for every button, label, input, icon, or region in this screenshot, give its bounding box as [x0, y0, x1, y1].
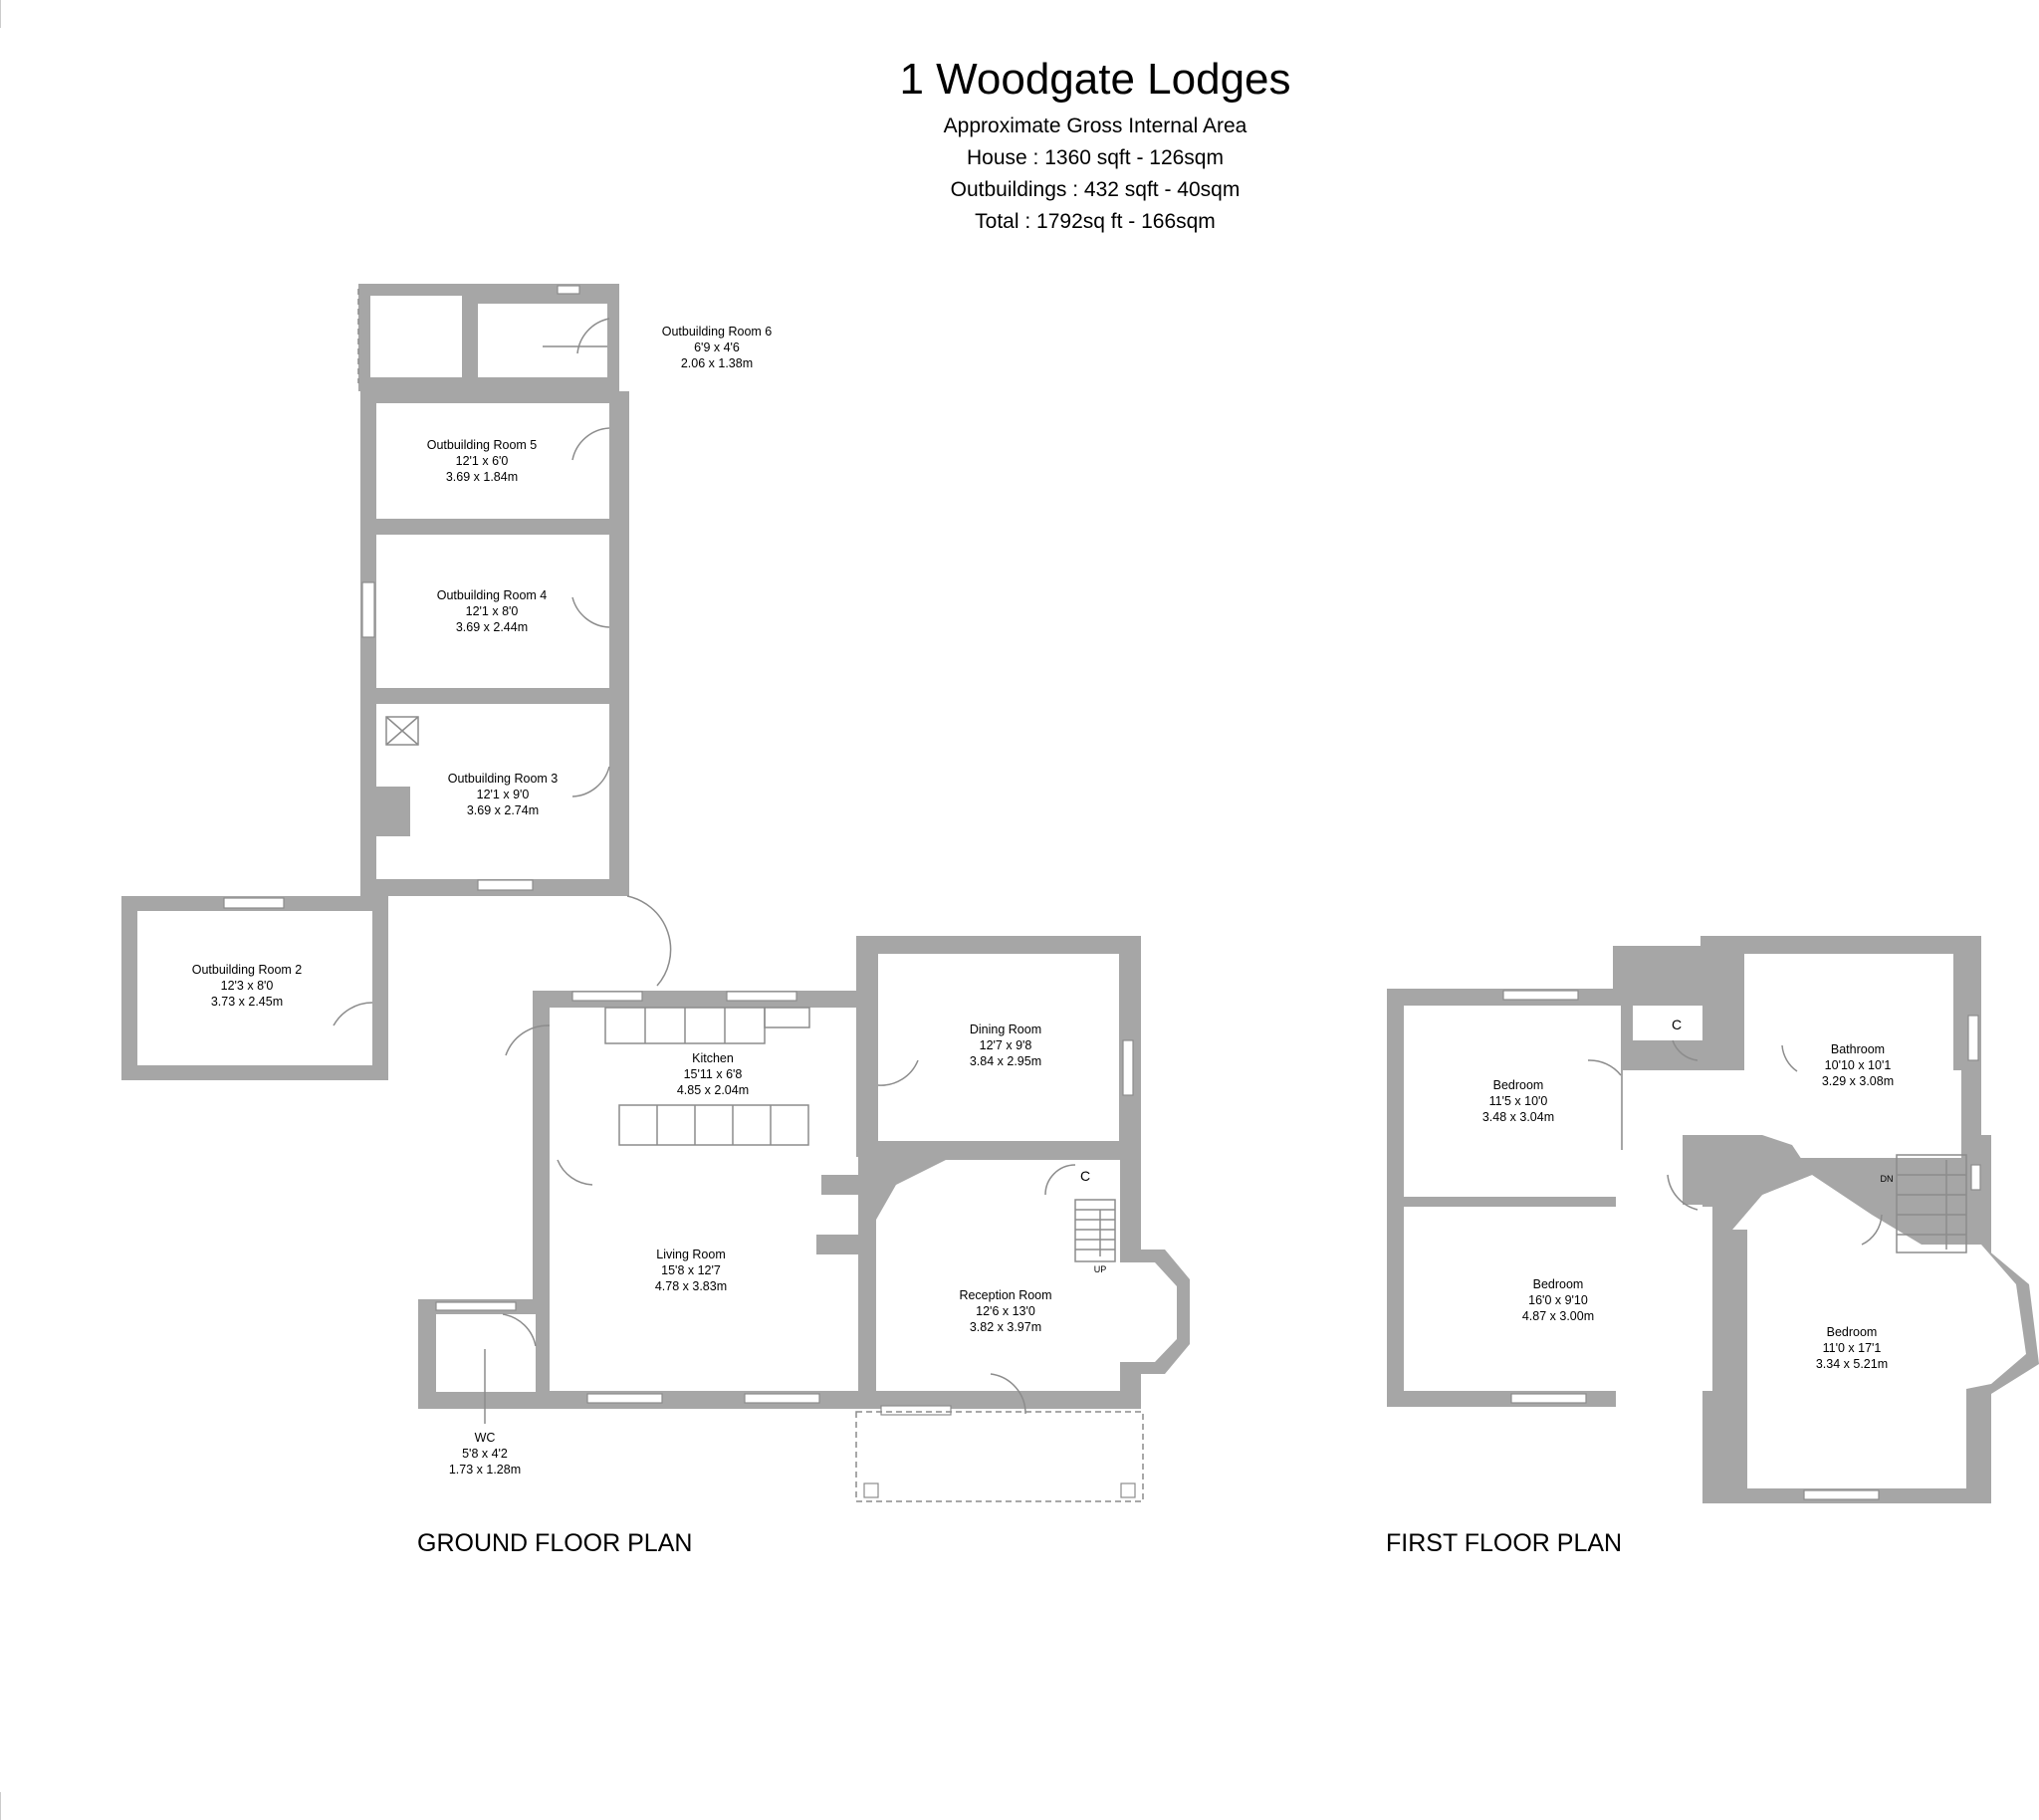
house-area: House : 1360 sqft - 126sqm	[967, 146, 1224, 169]
total-area: Total : 1792sq ft - 166sqm	[975, 210, 1216, 233]
room-dim-metric-outbuilding-4: 3.69 x 2.44m	[456, 620, 528, 634]
outbuildings-column-walls	[360, 391, 629, 896]
outbuilding-room-2-walls	[121, 896, 388, 1080]
room-dim-imperial-bathroom: 10'10 x 10'1	[1825, 1058, 1892, 1072]
room-dim-imperial-kitchen: 15'11 x 6'8	[684, 1067, 743, 1081]
ground-floor-plan: Outbuilding Room 6 6'9 x 4'6 2.06 x 1.38…	[121, 284, 1190, 1557]
first-floor-plan-title: FIRST FLOOR PLAN	[1386, 1529, 1622, 1557]
room-label-reception-room: Reception Room	[959, 1288, 1051, 1302]
area-subtitle: Approximate Gross Internal Area	[943, 114, 1247, 137]
room-dim-metric-dining-room: 3.84 x 2.95m	[970, 1054, 1041, 1068]
room-dim-metric-bedroom-2: 4.87 x 3.00m	[1522, 1309, 1594, 1323]
room-label-outbuilding-4: Outbuilding Room 4	[437, 588, 548, 602]
room-label-bathroom: Bathroom	[1831, 1042, 1885, 1056]
page-title: 1 Woodgate Lodges	[899, 55, 1291, 104]
room-dim-imperial-outbuilding-5: 12'1 x 6'0	[456, 454, 509, 468]
room-label-bedroom-3: Bedroom	[1827, 1325, 1878, 1339]
room-label-outbuilding-6: Outbuilding Room 6	[662, 325, 773, 339]
room-label-outbuilding-2: Outbuilding Room 2	[192, 963, 303, 977]
room-dim-imperial-outbuilding-3: 12'1 x 9'0	[477, 788, 530, 801]
room-label-bedroom-1: Bedroom	[1493, 1078, 1544, 1092]
outbuildings-area: Outbuildings : 432 sqft - 40sqm	[950, 178, 1241, 201]
room-label-dining-room: Dining Room	[970, 1023, 1041, 1036]
room-dim-metric-outbuilding-3: 3.69 x 2.74m	[467, 803, 539, 817]
cupboard-label-first: C	[1672, 1017, 1682, 1032]
room-dim-metric-bathroom: 3.29 x 3.08m	[1822, 1074, 1894, 1088]
room-dim-imperial-bedroom-2: 16'0 x 9'10	[1528, 1293, 1588, 1307]
room-dim-imperial-dining-room: 12'7 x 9'8	[980, 1038, 1032, 1052]
room-dim-metric-reception-room: 3.82 x 3.97m	[970, 1320, 1041, 1334]
room-dim-imperial-living-room: 15'8 x 12'7	[661, 1263, 721, 1277]
room-label-bedroom-2: Bedroom	[1533, 1277, 1584, 1291]
room-label-outbuilding-3: Outbuilding Room 3	[448, 772, 559, 786]
room-dim-imperial-wc: 5'8 x 4'2	[462, 1447, 508, 1461]
main-house-ground-walls	[418, 895, 1190, 1502]
room-dim-metric-outbuilding-2: 3.73 x 2.45m	[211, 995, 283, 1009]
stairs-down-label: DN	[1881, 1174, 1894, 1184]
room-dim-imperial-outbuilding-6: 6'9 x 4'6	[694, 341, 740, 354]
room-dim-imperial-reception-room: 12'6 x 13'0	[976, 1304, 1035, 1318]
room-label-wc: WC	[475, 1431, 496, 1445]
room-dim-imperial-outbuilding-2: 12'3 x 8'0	[221, 979, 274, 993]
ground-floor-plan-title: GROUND FLOOR PLAN	[417, 1529, 692, 1557]
cupboard-label-ground: C	[1080, 1168, 1090, 1184]
room-dim-metric-kitchen: 4.85 x 2.04m	[677, 1083, 749, 1097]
first-floor-plan: Bathroom 10'10 x 10'1 3.29 x 3.08m Bedro…	[1386, 936, 2039, 1557]
room-dim-imperial-bedroom-3: 11'0 x 17'1	[1823, 1341, 1882, 1355]
room-dim-metric-outbuilding-5: 3.69 x 1.84m	[446, 470, 518, 484]
room-dim-metric-bedroom-3: 3.34 x 5.21m	[1816, 1357, 1888, 1371]
room-dim-imperial-outbuilding-4: 12'1 x 8'0	[466, 604, 519, 618]
room-label-kitchen: Kitchen	[692, 1051, 734, 1065]
outbuilding-room-6-walls	[357, 284, 619, 391]
stairs-up-label: UP	[1094, 1264, 1107, 1274]
room-dim-metric-living-room: 4.78 x 3.83m	[655, 1279, 727, 1293]
room-label-outbuilding-5: Outbuilding Room 5	[427, 438, 538, 452]
room-dim-imperial-bedroom-1: 11'5 x 10'0	[1489, 1094, 1548, 1108]
room-dim-metric-wc: 1.73 x 1.28m	[449, 1463, 521, 1477]
room-dim-metric-outbuilding-6: 2.06 x 1.38m	[681, 356, 753, 370]
room-label-living-room: Living Room	[656, 1248, 725, 1261]
room-dim-metric-bedroom-1: 3.48 x 3.04m	[1482, 1110, 1554, 1124]
